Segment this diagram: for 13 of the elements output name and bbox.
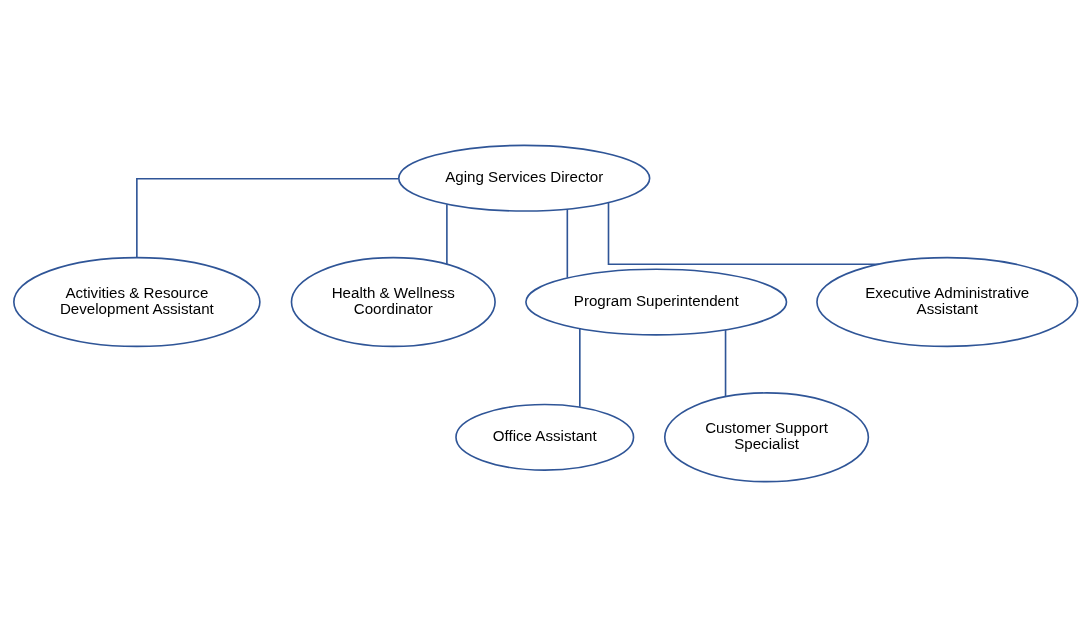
connector	[136, 177, 400, 259]
node-ellipse: Customer Support Specialist	[663, 392, 870, 483]
node-ellipse: Program Superintendent	[525, 268, 788, 336]
connector	[579, 327, 581, 408]
node-ellipse: Executive Administrative Assistant	[816, 256, 1079, 348]
node-ellipse: Health & Wellness Coordinator	[290, 256, 496, 348]
connector	[566, 208, 569, 279]
connector	[446, 203, 448, 265]
node-ellipse: Aging Services Director	[397, 144, 651, 212]
connector	[724, 329, 727, 398]
node-ellipse: Activities & Resource Development Assistant	[13, 256, 261, 348]
connector	[607, 201, 880, 265]
node-ellipse: Office Assistant	[455, 403, 635, 471]
